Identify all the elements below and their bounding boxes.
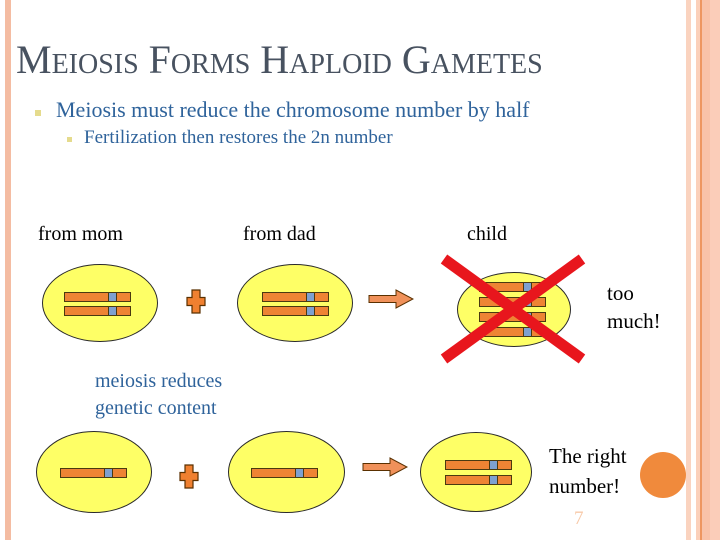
cell-ellipse-child-2n — [420, 432, 532, 512]
chromosome-arm — [116, 292, 131, 302]
bullet-square-icon — [35, 110, 41, 116]
chromosome-arm — [64, 292, 109, 302]
cell-ellipse-dad-1n — [228, 431, 345, 513]
chromosome-arm — [445, 475, 490, 485]
chromosome-arm — [262, 306, 307, 316]
chromosome-bar — [60, 468, 127, 478]
chromosome-arm — [303, 468, 318, 478]
red-cross-out-icon — [440, 254, 586, 364]
label-from-dad: from dad — [243, 223, 316, 245]
bullet-level2: Fertilization then restores the 2n numbe… — [84, 127, 393, 148]
chromosome-bar — [262, 306, 329, 316]
right-edge-stripe — [696, 0, 700, 540]
meiosis-caption: meiosis reduces genetic content — [95, 370, 223, 419]
arrow-right-icon — [362, 457, 408, 477]
slide-title: Meiosis Forms Haploid Gametes — [16, 37, 543, 82]
chromosome-arm — [497, 475, 512, 485]
decorative-circle — [640, 452, 686, 498]
cell-ellipse-mom-2n — [42, 264, 158, 342]
row2-result-note: The right number! — [549, 444, 627, 498]
chromosome-arm — [262, 292, 307, 302]
chromosome-arm — [445, 460, 490, 470]
plus-icon — [186, 289, 206, 314]
left-edge-stripe — [5, 0, 11, 540]
chromosome-arm — [116, 306, 131, 316]
row1-result-note: too much! — [607, 281, 661, 333]
label-child: child — [467, 223, 507, 245]
label-from-mom: from mom — [38, 223, 123, 245]
slide-page-number: 7 — [574, 508, 584, 529]
chromosome-arm — [251, 468, 296, 478]
bullet-level1: Meiosis must reduce the chromosome numbe… — [56, 97, 530, 122]
right-edge-stripe — [686, 0, 691, 540]
chromosome-arm — [314, 292, 329, 302]
chromosome-arm — [314, 306, 329, 316]
arrow-right-icon — [368, 289, 414, 309]
chromosome-arm — [64, 306, 109, 316]
right-edge-stripe — [700, 0, 702, 540]
chromosome-bar — [445, 475, 512, 485]
plus-icon — [179, 464, 199, 489]
cell-ellipse-dad-2n — [237, 264, 353, 342]
chromosome-bar — [64, 306, 131, 316]
chromosome-arm — [112, 468, 127, 478]
bullet-square-icon — [67, 137, 72, 142]
cell-ellipse-mom-1n — [36, 431, 152, 513]
chromosome-bar — [251, 468, 318, 478]
chromosome-bar — [64, 292, 131, 302]
chromosome-bar — [445, 460, 512, 470]
right-edge-stripe — [710, 0, 720, 540]
right-edge-stripe — [702, 0, 710, 540]
chromosome-bar — [262, 292, 329, 302]
chromosome-arm — [60, 468, 105, 478]
chromosome-arm — [497, 460, 512, 470]
